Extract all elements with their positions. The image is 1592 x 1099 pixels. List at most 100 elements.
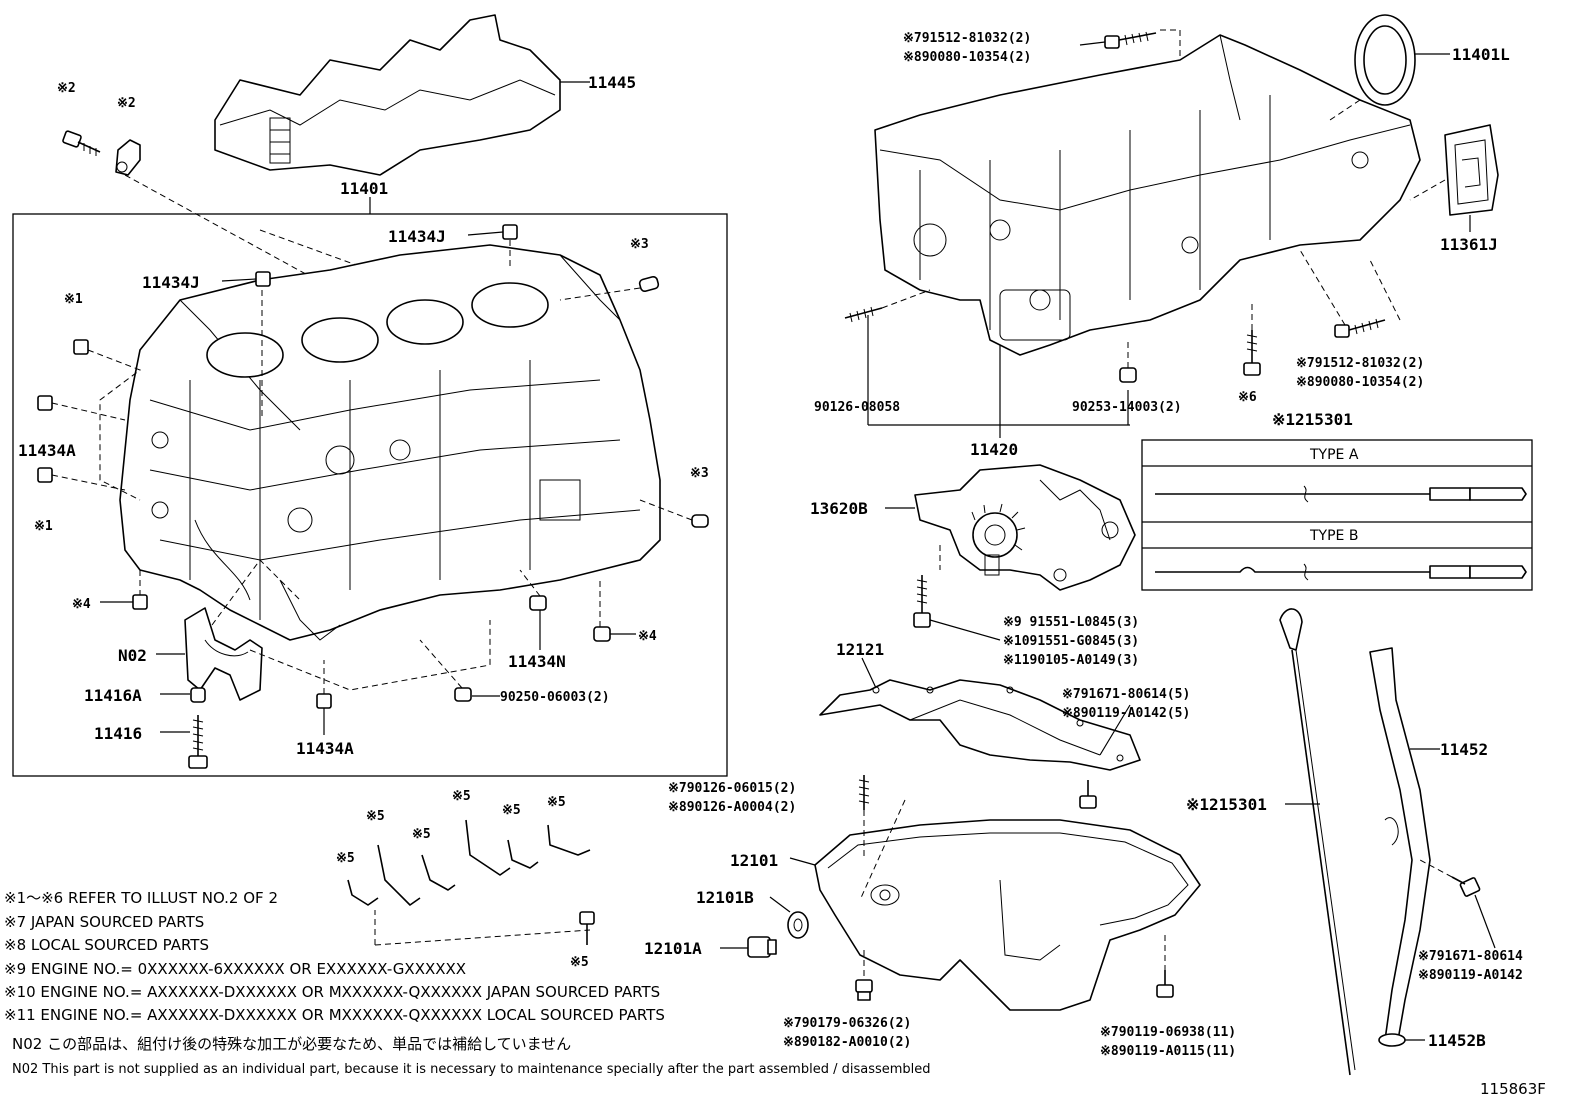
bolt-baffle[interactable] (1079, 780, 1097, 809)
bolt-x2[interactable] (62, 130, 101, 156)
label-90250: 90250-06003(2) (500, 690, 610, 705)
mark-x2-clip: ※2 (117, 96, 136, 111)
bolt-tube[interactable] (1451, 876, 1481, 897)
dowel-11434N[interactable] (529, 595, 547, 611)
label-90126: 90126-08058 (814, 400, 900, 415)
label-11445: 11445 (588, 73, 636, 92)
label-11434J-top: 11434J (388, 227, 446, 246)
label-type-b: TYPE B (1309, 528, 1358, 544)
label-12101B: 12101B (696, 888, 754, 907)
label-stud-2: ※890126-A0004(2) (668, 800, 796, 815)
mark-x5-2: ※5 (366, 809, 385, 824)
label-bolt-right-2: ※890080-10354(2) (1296, 375, 1424, 390)
label-11434A-bottom: 11434A (296, 739, 354, 758)
dowel-11434A-bottom[interactable] (316, 693, 332, 709)
mark-x5-6: ※5 (547, 795, 566, 810)
mark-x3-right: ※3 (690, 466, 709, 481)
illustration-ref-number: 115863F (1480, 1080, 1546, 1098)
label-N02: N02 (118, 646, 147, 665)
dipstick-type-frame (1141, 439, 1533, 591)
drain-plug-12101A[interactable] (747, 936, 777, 958)
label-bolt-top-2: ※890080-10354(2) (903, 50, 1031, 65)
label-pan-nut-1: ※790179-06326(2) (783, 1016, 911, 1031)
brackets-x5[interactable] (347, 819, 595, 945)
label-11434A-left: 11434A (18, 441, 76, 460)
stud-oilpan[interactable] (858, 775, 870, 810)
label-12101A: 12101A (644, 939, 702, 958)
label-11361J: 11361J (1440, 235, 1498, 254)
dipstick-type-b (1155, 563, 1527, 581)
retainer-11361J[interactable] (1444, 124, 1499, 216)
label-pan-bolt-1: ※790119-06938(11) (1100, 1025, 1236, 1040)
crankcase-11420[interactable] (874, 34, 1421, 356)
note-5: ※10 ENGINE NO.= AXXXXXX-DXXXXXX OR MXXXX… (4, 983, 660, 1001)
insulator-11445[interactable] (214, 14, 561, 176)
pin-x4-right[interactable] (593, 626, 611, 642)
cylinder-block-11401[interactable] (119, 244, 661, 641)
dowel-11434J-top[interactable] (502, 224, 518, 240)
oil-pump-13620B[interactable] (914, 464, 1136, 591)
label-11452: 11452 (1440, 740, 1488, 759)
label-12101: 12101 (730, 851, 778, 870)
nut-oilpan[interactable] (855, 979, 873, 1001)
mark-x6: ※6 (1238, 390, 1257, 405)
pin-x1-top[interactable] (73, 339, 89, 355)
dipstick-type-a (1155, 485, 1527, 503)
dowel-90253[interactable] (1119, 367, 1137, 383)
label-11401L: 11401L (1452, 45, 1510, 64)
clip-x2[interactable] (115, 139, 141, 176)
label-11420: 11420 (970, 440, 1018, 459)
mark-x5-1: ※5 (336, 851, 355, 866)
pin-x3-top[interactable] (638, 275, 660, 293)
mark-x4-right: ※4 (638, 629, 657, 644)
mark-x5-4: ※5 (452, 789, 471, 804)
mark-x5-3: ※5 (412, 827, 431, 842)
label-11416: 11416 (94, 724, 142, 743)
pin-x3-right[interactable] (691, 514, 709, 528)
baffle-plate-12121[interactable] (819, 679, 1141, 771)
label-stud-1: ※790126-06015(2) (668, 781, 796, 796)
bolt-11416[interactable] (188, 715, 208, 769)
label-11434N: 11434N (508, 652, 566, 671)
gasket-12101B[interactable] (787, 911, 809, 939)
label-15301-box: ※1215301 (1272, 410, 1353, 429)
bolt-x6[interactable] (1243, 330, 1261, 376)
bolt-crankcase-right[interactable] (1334, 318, 1386, 338)
label-bolt-right-1: ※791512-81032(2) (1296, 356, 1424, 371)
o-ring-11452B[interactable] (1378, 1033, 1406, 1047)
mark-x1-top: ※1 (64, 292, 83, 307)
dowel-11434A-left[interactable] (37, 395, 53, 411)
stud-90126[interactable] (844, 306, 883, 323)
mark-x3-top: ※3 (630, 237, 649, 252)
mark-x4-left: ※4 (72, 597, 91, 612)
note-8: N02 This part is not supplied as an indi… (12, 1062, 931, 1077)
oil-seal-11401L[interactable] (1354, 14, 1416, 106)
label-tube-bolt-2: ※890119-A0142 (1418, 968, 1523, 983)
bolt-oilpan[interactable] (1156, 970, 1174, 998)
bolt-pump[interactable] (913, 575, 931, 628)
oil-pan-12101[interactable] (814, 819, 1201, 1011)
note-3: ※8 LOCAL SOURCED PARTS (4, 936, 209, 954)
label-11416A: 11416A (84, 686, 142, 705)
label-type-a: TYPE A (1309, 447, 1359, 463)
washer-11416A[interactable] (190, 687, 206, 703)
label-15301-gauge: ※1215301 (1186, 795, 1267, 814)
label-pump-bolt-2: ※1091551-G0845(3) (1003, 634, 1139, 649)
pin-x4-left[interactable] (132, 594, 148, 610)
pin-90250[interactable] (454, 687, 472, 702)
bolt-crankcase-top[interactable] (1104, 31, 1157, 49)
label-pan-bolt-2: ※890119-A0115(11) (1100, 1044, 1236, 1059)
oil-level-gauge-15301[interactable] (1279, 608, 1356, 1076)
note-6: ※11 ENGINE NO.= AXXXXXX-DXXXXXX OR MXXXX… (4, 1006, 665, 1024)
dowel-11434J-left[interactable] (255, 271, 271, 287)
note-4: ※9 ENGINE NO.= 0XXXXXX-6XXXXXX OR EXXXXX… (4, 960, 466, 978)
mark-x5-5: ※5 (502, 803, 521, 818)
note-1: ※1～※6 REFER TO ILLUST NO.2 OF 2 (4, 889, 278, 907)
label-13620B: 13620B (810, 499, 868, 518)
label-bolt-top-1: ※791512-81032(2) (903, 31, 1031, 46)
pin-x1-bottom[interactable] (37, 467, 53, 483)
label-baffle-bolt-2: ※890119-A0142(5) (1062, 706, 1190, 721)
label-pan-nut-2: ※890182-A0010(2) (783, 1035, 911, 1050)
bearing-cap-N02[interactable] (184, 607, 263, 701)
